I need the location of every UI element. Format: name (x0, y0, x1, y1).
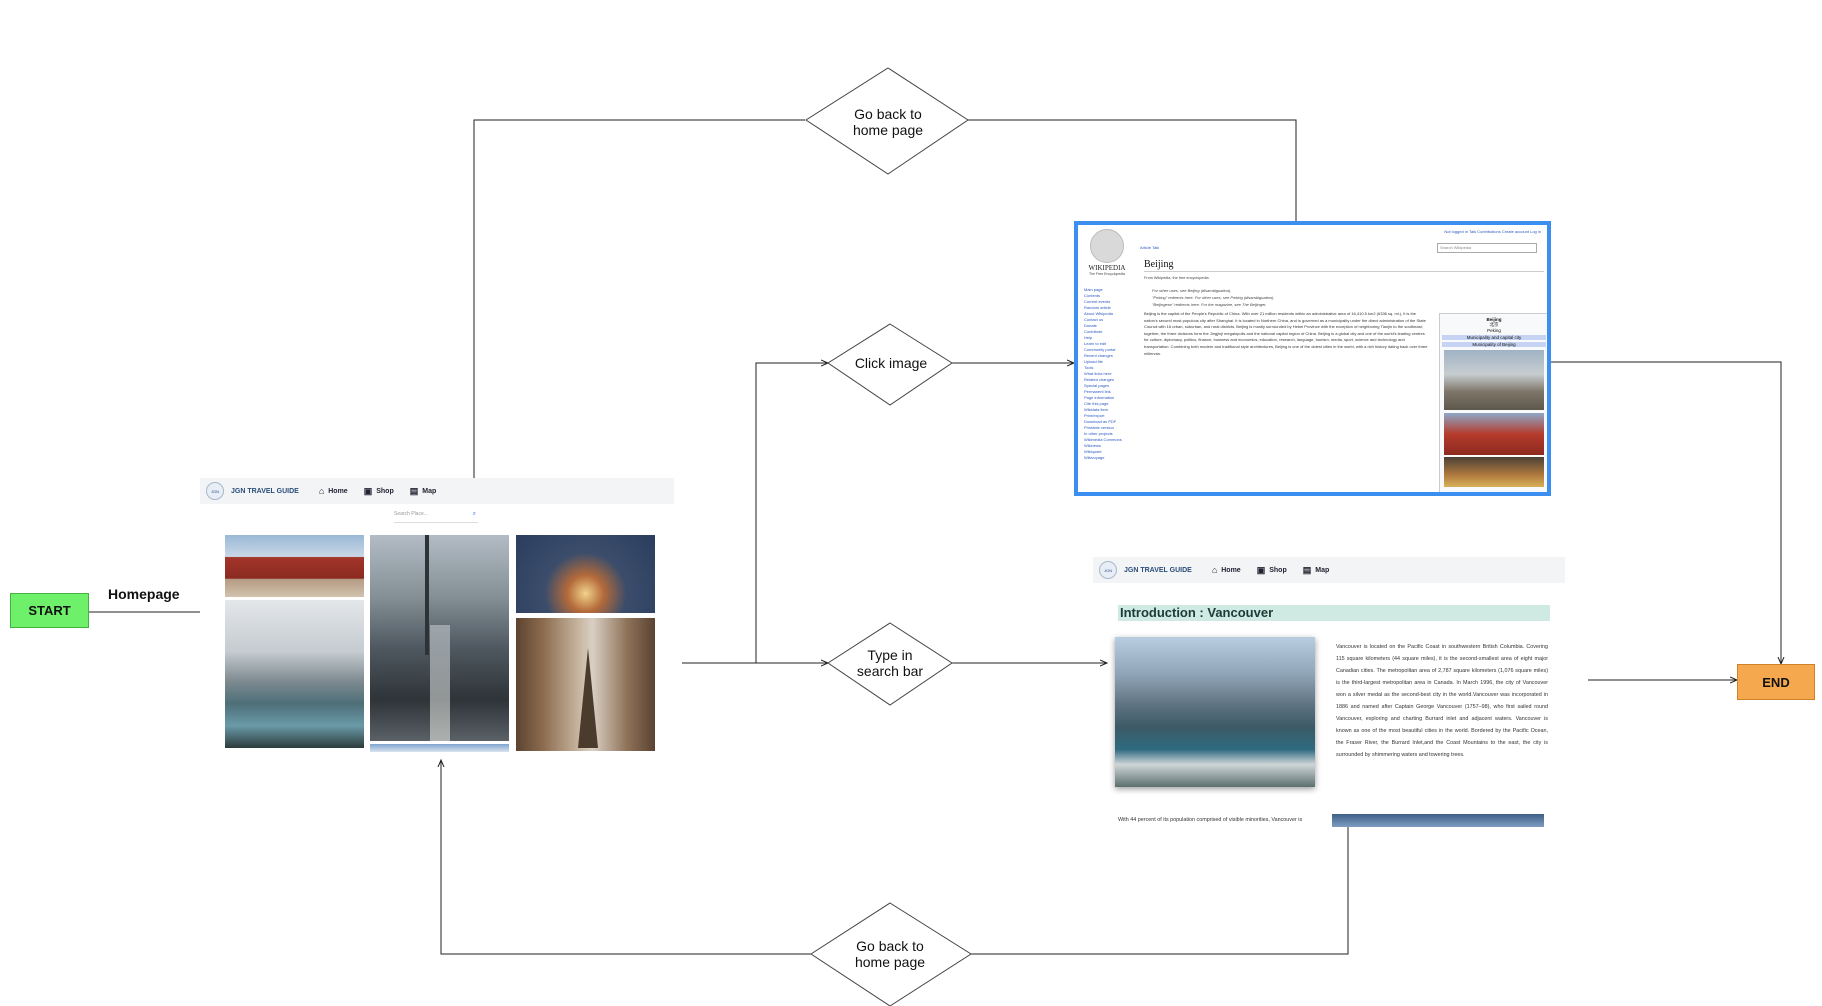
decision-go-back-bottom (810, 902, 972, 1006)
wiki-sidebar-link[interactable]: Related changes (1084, 377, 1115, 382)
nav-map[interactable]: ▤Map (409, 485, 437, 496)
wiki-tagline: The Free Encyclopedia (1089, 272, 1125, 276)
wiki-sidebar-link[interactable]: In other projects (1084, 431, 1113, 436)
photo-vancouver[interactable] (1115, 637, 1315, 787)
wiki-sidebar-link[interactable]: Printable version (1084, 425, 1114, 430)
nav-home[interactable]: ⌂Home (1211, 565, 1241, 575)
wiki-sidebar-link[interactable]: Wikimedia Commons (1084, 437, 1122, 442)
wiki-sidebar-link[interactable]: Download as PDF (1084, 419, 1117, 424)
photo-city-night[interactable] (516, 535, 655, 613)
nav-home[interactable]: ⌂Home (318, 486, 348, 496)
wikipedia-globe-icon (1090, 229, 1124, 263)
connector-wiki-end (1551, 361, 1781, 664)
search-input[interactable]: Search Place... ⌕ (394, 511, 478, 523)
nav-shop[interactable]: ▣Shop (1256, 564, 1287, 575)
photo-vancouver-partial[interactable] (1332, 814, 1544, 827)
wiki-sidebar-link[interactable]: Help (1084, 335, 1093, 340)
wiki-sidebar-link[interactable]: Recent changes (1084, 353, 1113, 358)
logo: JGN (1099, 561, 1117, 579)
search-icon: ⌕ (472, 511, 476, 517)
photo-eiffel-tower[interactable] (516, 618, 655, 751)
decision-click-image-label: Click image (854, 355, 928, 371)
wiki-sidebar: WIKIPEDIA The Free Encyclopedia Main pag… (1084, 229, 1130, 461)
nav-shop[interactable]: ▣Shop (363, 485, 394, 496)
wiki-sidebar-link[interactable]: Contents (1084, 293, 1101, 298)
wiki-sidebar-link[interactable]: What links here (1084, 371, 1112, 376)
infobox-photo-temple (1444, 457, 1544, 487)
wiki-sidebar-link[interactable]: Learn to edit (1084, 341, 1107, 346)
wiki-sidebar-link[interactable]: Wikiquote (1084, 449, 1102, 454)
wikipedia-screenshot: WIKIPEDIA The Free Encyclopedia Main pag… (1074, 221, 1551, 496)
wiki-sidebar-link[interactable]: Contact us (1084, 317, 1104, 322)
wiki-infobox: Beijing 北京 Peking Municipality and capit… (1439, 313, 1547, 492)
logo: JGN (206, 482, 224, 500)
wiki-sidebar-link[interactable]: Wikidata item (1084, 407, 1109, 412)
homepage-screenshot: JGN JGN TRAVEL GUIDE ⌂Home ▣Shop ▤Map Se… (200, 478, 674, 752)
wiki-sidebar-link[interactable]: Page information (1084, 395, 1115, 400)
home-icon: ⌂ (1211, 565, 1218, 575)
wiki-sidebar-link[interactable]: Print/export (1084, 413, 1105, 418)
wiki-sidebar-link[interactable]: Upload file (1084, 359, 1103, 364)
decision-go-back-top (805, 67, 969, 175)
wiki-user-links[interactable]: Not logged in Talk Contributions Create … (1444, 229, 1541, 234)
homepage-label: Homepage (108, 586, 180, 602)
wiki-sidebar-link[interactable]: About Wikipedia (1084, 311, 1113, 316)
photo-partial[interactable] (370, 744, 509, 752)
wiki-sidebar-link[interactable]: Main page (1084, 287, 1103, 292)
map-icon: ▤ (1302, 564, 1312, 575)
vancouver-screenshot: JGN JGN TRAVEL GUIDE ⌂Home ▣Shop ▤Map In… (1093, 557, 1565, 827)
map-icon: ▤ (409, 485, 419, 496)
wiki-search-input[interactable]: Search Wikipedia (1437, 243, 1537, 253)
wiki-logo: WIKIPEDIA (1088, 264, 1126, 272)
wiki-sidebar-link[interactable]: Cite this page (1084, 401, 1109, 406)
infobox-photo-gate (1444, 413, 1544, 455)
connector-branch-click (755, 363, 828, 663)
connector-goback-home-top (474, 119, 805, 487)
home-icon: ⌂ (318, 486, 325, 496)
brand-name[interactable]: JGN TRAVEL GUIDE (1124, 566, 1192, 574)
nav-map[interactable]: ▤Map (1302, 564, 1330, 575)
wiki-body-text: Beijing is the capital of the People's R… (1144, 311, 1428, 356)
wiki-sidebar-link[interactable]: Donate (1084, 323, 1097, 328)
connector-goback-home-bottom (441, 760, 811, 955)
wiki-from: From Wikipedia, the free encyclopedia (1144, 276, 1209, 280)
wiki-tabs[interactable]: Article Talk (1140, 245, 1160, 250)
photo-bridge-road[interactable] (370, 535, 509, 741)
shop-icon: ▣ (363, 485, 373, 496)
vancouver-footer-text: With 44 percent of its population compri… (1118, 817, 1303, 823)
navbar: JGN JGN TRAVEL GUIDE ⌂Home ▣Shop ▤Map (200, 478, 674, 504)
wiki-sidebar-link[interactable]: Current events (1084, 299, 1111, 304)
wiki-hatnotes: For other uses, see Beijing (disambiguat… (1152, 288, 1275, 307)
wiki-sidebar-link[interactable]: Wikinews (1084, 443, 1101, 448)
photo-snowy-lake[interactable] (225, 600, 364, 748)
wiki-sidebar-link[interactable]: Special pages (1084, 383, 1110, 388)
wiki-sidebar-link[interactable]: Tools (1084, 365, 1094, 370)
wiki-sidebar-link[interactable]: Contribute (1084, 329, 1103, 334)
photo-forbidden-city[interactable] (225, 535, 364, 597)
wiki-sidebar-link[interactable]: Permanent link (1084, 389, 1111, 394)
infobox-photo-skyline (1444, 350, 1544, 410)
start-node: START (10, 593, 89, 628)
wiki-sidebar-link[interactable]: Wikivoyage (1084, 455, 1105, 460)
vancouver-paragraph: Vancouver is located on the Pacific Coas… (1336, 644, 1548, 758)
wiki-title: Beijing (1144, 259, 1544, 272)
connector-vancouver-goback (971, 827, 1349, 955)
shop-icon: ▣ (1256, 564, 1266, 575)
wiki-sidebar-link[interactable]: Random article (1084, 305, 1111, 310)
decision-click-image (827, 323, 953, 406)
navbar-vancouver: JGN JGN TRAVEL GUIDE ⌂Home ▣Shop ▤Map (1093, 557, 1565, 583)
wiki-sidebar-link[interactable]: Community portal (1084, 347, 1116, 352)
intro-heading: Introduction : Vancouver (1118, 605, 1550, 621)
end-node: END (1737, 664, 1815, 700)
brand-name[interactable]: JGN TRAVEL GUIDE (231, 487, 299, 495)
decision-type-search (827, 622, 953, 706)
